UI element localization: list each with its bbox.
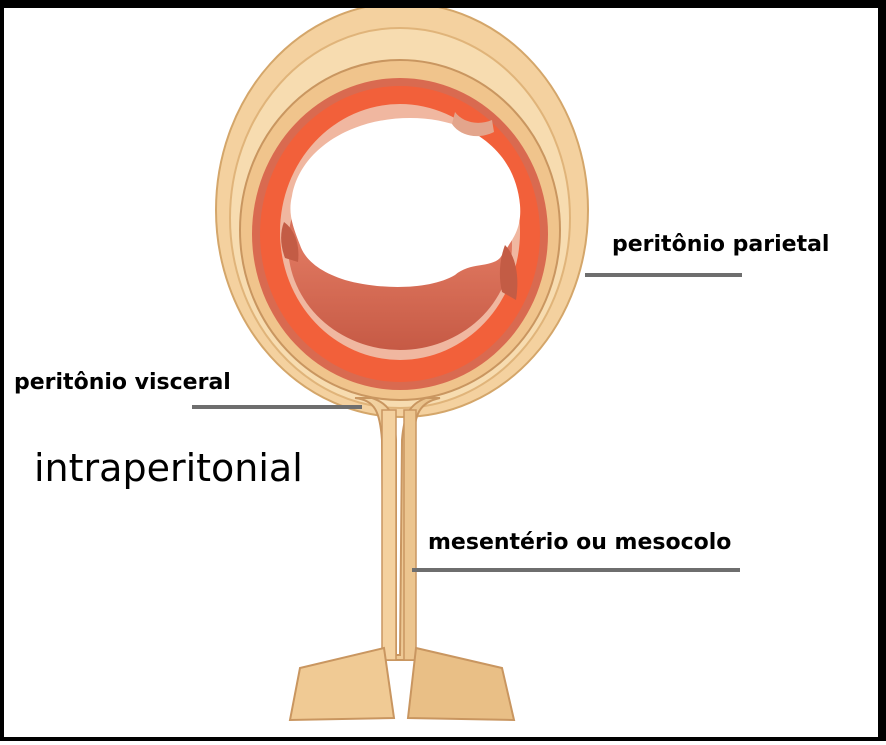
mesentery-stalk <box>355 398 440 660</box>
mesentery-right-wall <box>404 410 416 660</box>
frame-border-bottom <box>0 737 886 741</box>
mesentery-left-wall <box>382 410 396 660</box>
label-parietal-peritoneum: peritônio parietal <box>612 232 829 257</box>
frame-border-right <box>878 0 886 741</box>
label-visceral-peritoneum: peritônio visceral <box>14 370 231 395</box>
posterior-wall-flap-right <box>408 648 514 720</box>
label-mesentery: mesentério ou mesocolo <box>428 530 731 555</box>
frame-border-left <box>0 0 4 741</box>
diagram-title: intraperitonial <box>34 446 303 490</box>
frame-border-top <box>0 0 886 8</box>
posterior-wall-flap-left <box>290 648 394 720</box>
